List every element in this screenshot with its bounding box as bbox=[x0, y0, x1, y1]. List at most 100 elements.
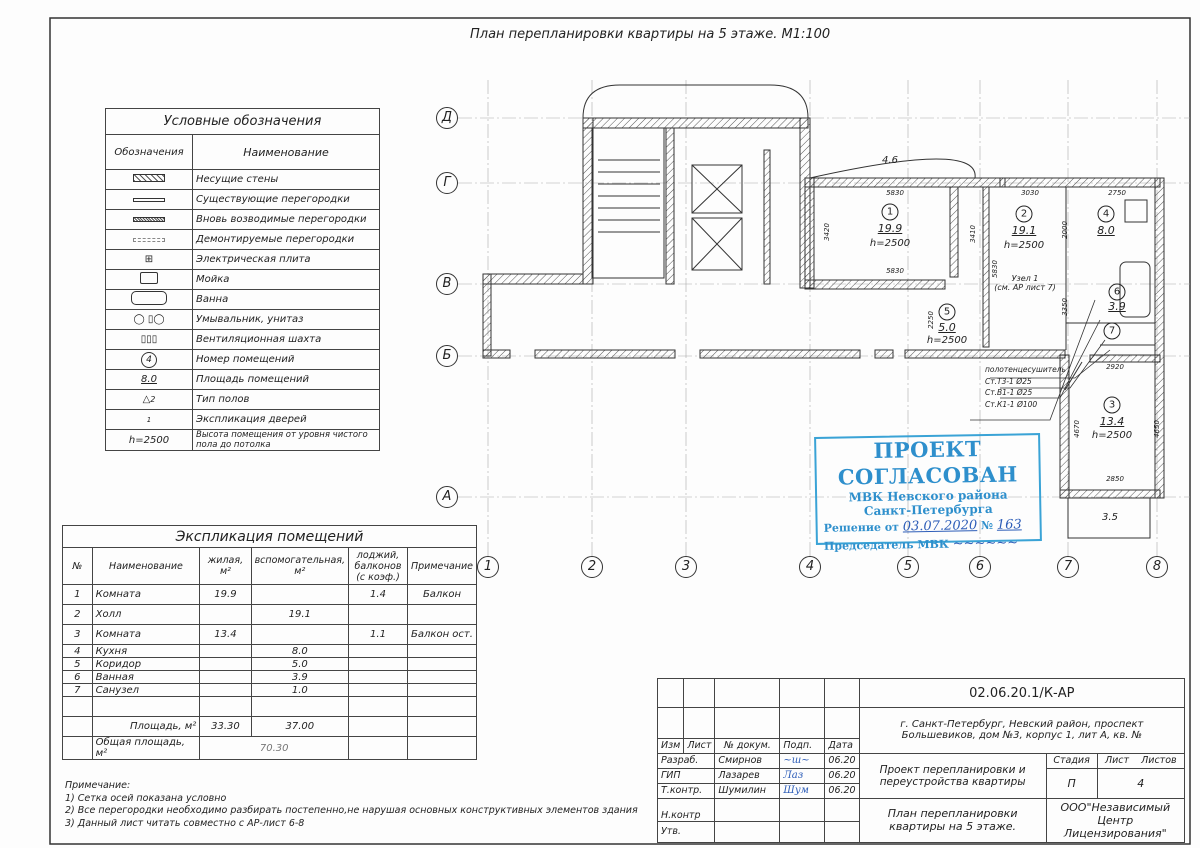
room-height: h=2500 bbox=[1003, 240, 1045, 251]
room-number: 6 bbox=[1108, 283, 1126, 301]
table-cell: Комната bbox=[91, 584, 201, 605]
axis-marker-1: 1 bbox=[477, 556, 499, 578]
text: Дата bbox=[824, 738, 860, 754]
table-cell bbox=[199, 670, 252, 684]
table-cell bbox=[406, 657, 478, 671]
table-cell bbox=[406, 644, 478, 658]
legend-label: Электрическая плита bbox=[192, 249, 380, 270]
dim: 2920 bbox=[1106, 363, 1124, 371]
axis-marker-d: Д bbox=[436, 107, 458, 129]
text: Т.контр. bbox=[656, 782, 716, 799]
text: 2 bbox=[150, 395, 156, 404]
explication-title: Экспликация помещений bbox=[62, 525, 477, 548]
dim: 3410 bbox=[968, 225, 977, 243]
table-cell bbox=[348, 604, 408, 625]
table-cell: Балкон bbox=[406, 584, 478, 605]
room-number-symbol: 4 bbox=[141, 351, 157, 368]
table-cell: 7 bbox=[62, 683, 93, 697]
dim: 3420 bbox=[822, 223, 831, 241]
stamp-line: ПРОЕКТ СОГЛАСОВАН bbox=[837, 436, 1018, 490]
table-cell: Коридор bbox=[91, 657, 201, 671]
room-area: 5.0 bbox=[938, 321, 956, 334]
room-number: 1 bbox=[881, 203, 899, 221]
room-number: 5 bbox=[938, 303, 956, 321]
text: Н.контр bbox=[656, 797, 716, 822]
person-name: Шумилин bbox=[714, 782, 781, 799]
axis-marker-5: 5 bbox=[897, 556, 919, 578]
sheet-number: 4 bbox=[1096, 767, 1186, 799]
dim: 2250 bbox=[926, 311, 935, 329]
load-bearing-walls bbox=[482, 117, 1165, 499]
table-cell: 19.9 bbox=[199, 584, 252, 605]
table-cell: 4 bbox=[62, 644, 93, 658]
table-cell: 5.0 bbox=[250, 657, 350, 671]
dim: 4670 bbox=[1072, 420, 1081, 438]
title-block: 02.06.20.1/К-АР г. Санкт-Петербург, Невс… bbox=[656, 678, 1186, 844]
washbasin-toilet-icon: ◯ ▯◯ bbox=[105, 309, 193, 330]
node-label: Узел 1 bbox=[1011, 274, 1039, 283]
col-header: лоджий, балконов (с коэф.) bbox=[348, 547, 408, 585]
legend-label: Несущие стены bbox=[192, 169, 380, 190]
table-cell bbox=[348, 683, 408, 697]
table-cell: 19.1 bbox=[250, 604, 350, 625]
new-partition-icon bbox=[133, 217, 165, 222]
text: Председатель МВК bbox=[823, 537, 950, 553]
text: ГИП bbox=[656, 767, 716, 784]
table-cell: 1.1 bbox=[348, 624, 408, 645]
axis-marker-g: Г bbox=[436, 172, 458, 194]
room-height: h=2500 bbox=[926, 335, 968, 346]
room-area: 19.1 bbox=[1011, 224, 1037, 237]
room-area: 8.0 bbox=[1097, 224, 1115, 237]
table-cell bbox=[348, 657, 408, 671]
axis-marker-7: 7 bbox=[1057, 556, 1079, 578]
axis-marker-6: 6 bbox=[969, 556, 991, 578]
room-number: 7 bbox=[1103, 322, 1121, 340]
decision-number: 163 bbox=[996, 517, 1022, 533]
legend-label: Умывальник, унитаз bbox=[192, 309, 380, 330]
axis-marker-4: 4 bbox=[799, 556, 821, 578]
legend-label: Высота помещения от уровня чистого пола … bbox=[192, 429, 380, 451]
person-name: Смирнов bbox=[714, 752, 781, 769]
text: Разраб. bbox=[656, 752, 716, 769]
legend-col-symbol: Обозначения bbox=[105, 134, 193, 170]
notes-title: Примечание: bbox=[65, 780, 131, 791]
area-aux: 37.00 bbox=[250, 716, 350, 737]
table-cell bbox=[406, 683, 478, 697]
table-cell bbox=[199, 683, 252, 697]
room-area: 13.4 bbox=[1099, 415, 1125, 428]
table-cell bbox=[348, 670, 408, 684]
project-name: Проект перепланировки и переустройства к… bbox=[858, 752, 1047, 799]
table-cell: 5 bbox=[62, 657, 93, 671]
col-header: жилая, м² bbox=[199, 547, 252, 585]
node-ref: (см. АР лист 7) bbox=[994, 283, 1056, 292]
table-cell: 8.0 bbox=[250, 644, 350, 658]
room-number: 4 bbox=[1097, 205, 1115, 223]
axis-marker-a: А bbox=[436, 486, 458, 508]
text: Листов bbox=[1141, 755, 1177, 767]
table-cell bbox=[199, 644, 252, 658]
dim-balcony-top: 4.6 bbox=[882, 155, 898, 166]
document-code: 02.06.20.1/К-АР bbox=[858, 678, 1186, 708]
table-cell: 3.9 bbox=[250, 670, 350, 684]
riser-label: полотенцесушитель bbox=[985, 365, 1066, 374]
text: Подп. bbox=[779, 738, 826, 754]
room-number: 2 bbox=[1015, 205, 1033, 223]
room-area: 19.9 bbox=[877, 222, 903, 235]
load-bearing-wall-icon bbox=[133, 174, 165, 182]
table-cell: 1.4 bbox=[348, 584, 408, 605]
dim: 5830 bbox=[886, 189, 904, 197]
explication-table: Экспликация помещений № Наименование жил… bbox=[62, 525, 478, 760]
table-cell: Холл bbox=[91, 604, 201, 625]
col-header: Наименование bbox=[91, 547, 201, 585]
riser-labels: полотенцесушитель Ст.Т3-1 Ø25 Ст.В1-1 Ø2… bbox=[985, 364, 1066, 410]
table-cell bbox=[406, 670, 478, 684]
height-symbol: h=2500 bbox=[105, 429, 193, 451]
stair-lines bbox=[598, 159, 743, 271]
table-cell: 1.0 bbox=[250, 683, 350, 697]
